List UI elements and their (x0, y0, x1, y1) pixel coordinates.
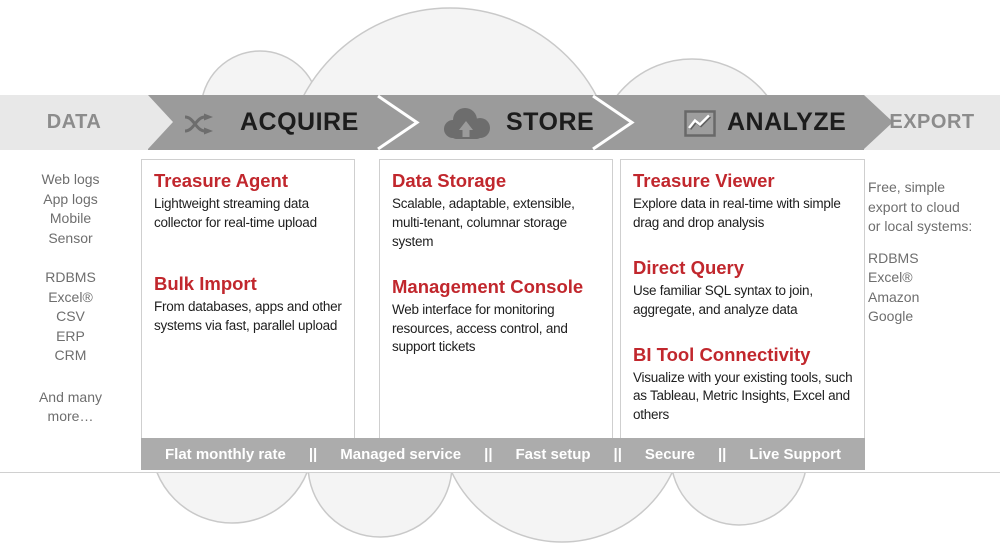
feature-description: Explore data in real-time with simple dr… (633, 196, 841, 230)
feature-title: BI Tool Connectivity (633, 343, 811, 365)
data-source-item: Mobile (49, 210, 92, 226)
feature-description: Scalable, adaptable, extensible, multi-t… (392, 196, 575, 249)
stage-band-main (148, 95, 864, 150)
data-source-item: RDBMS (45, 269, 96, 285)
data-sources-more: And many more… (38, 388, 103, 425)
data-sources-group2: RDBMS Excel® CSV ERP CRM (0, 268, 141, 366)
data-source-item: Excel® (48, 288, 93, 305)
feature-data-storage: Data Storage Scalable, adaptable, extens… (392, 170, 604, 252)
stage-label-analyze: ANALYZE (727, 108, 847, 136)
feature-description: Use familiar SQL syntax to join, aggrega… (633, 282, 813, 317)
benefit-item: Live Support (749, 445, 841, 463)
feature-description: Web interface for monitoring resources, … (392, 301, 568, 355)
feature-title: Treasure Agent (154, 170, 288, 191)
data-source-item: CRM (54, 347, 87, 363)
feature-title: Treasure Viewer (633, 170, 775, 191)
feature-description: From databases, apps and other systems v… (154, 298, 342, 333)
export-destination-item: RDBMS (868, 249, 919, 266)
data-source-item: Web logs (41, 171, 100, 187)
export-destinations: Free, simple export to cloud or local sy… (868, 178, 976, 327)
feature-title: Data Storage (392, 170, 507, 191)
data-arrow-tip (148, 95, 173, 149)
data-sources-list: Web logs App logs Mobile Sensor RDBMS Ex… (0, 170, 141, 427)
export-destination-item: Amazon (868, 288, 920, 305)
stage-label-acquire: ACQUIRE (240, 108, 359, 136)
data-source-item: ERP (56, 327, 85, 344)
stage-label-data: DATA (46, 111, 102, 133)
export-destination-item: Excel® (868, 269, 913, 285)
benefit-item: Managed service (340, 445, 462, 463)
stage-label-export: EXPORT (889, 111, 975, 133)
data-source-item: CSV (56, 308, 85, 324)
feature-title: Management Console (392, 275, 584, 297)
shuffle-icon (184, 113, 213, 135)
benefits-bar: Flat monthly rate || Managed service || … (141, 438, 865, 470)
acquire-column: Treasure Agent Lightweight streaming dat… (141, 159, 355, 448)
data-source-item: Sensor (48, 229, 93, 246)
stage-band-data (0, 95, 148, 150)
line-chart-icon (684, 110, 716, 137)
benefit-item: Secure (644, 445, 695, 463)
feature-description: Visualize with your existing tools, such… (633, 369, 853, 423)
feature-treasure-viewer: Treasure Viewer Explore data in real-tim… (633, 170, 856, 233)
export-arrow-tip (864, 95, 893, 149)
benefit-separator: || (484, 445, 493, 463)
stage-label-store: STORE (506, 108, 595, 136)
feature-title: Bulk Import (154, 272, 257, 294)
benefit-separator: || (717, 445, 727, 463)
feature-treasure-agent: Treasure Agent Lightweight streaming dat… (154, 170, 346, 233)
export-destinations-list: RDBMS Excel® Amazon Google (868, 249, 976, 327)
export-destination-item: Google (868, 308, 914, 324)
feature-title: Direct Query (633, 256, 745, 278)
cloud-upload-icon (444, 108, 490, 139)
benefit-separator: || (308, 445, 318, 463)
data-source-item: App logs (43, 190, 98, 207)
benefit-separator: || (613, 445, 622, 463)
benefit-item: Fast setup (515, 445, 591, 463)
feature-bulk-import: Bulk Import From databases, apps and oth… (154, 273, 346, 336)
feature-description: Lightweight streaming data collector for… (154, 196, 317, 230)
benefit-item: Flat monthly rate (165, 445, 286, 463)
export-intro: Free, simple export to cloud or local sy… (868, 179, 973, 234)
store-column: Data Storage Scalable, adaptable, extens… (379, 159, 613, 448)
analyze-column: Treasure Viewer Explore data in real-tim… (620, 159, 865, 448)
feature-bi-tool-connectivity: BI Tool Connectivity Visualize with your… (633, 344, 856, 426)
feature-management-console: Management Console Web interface for mon… (392, 276, 604, 358)
feature-direct-query: Direct Query Use familiar SQL syntax to … (633, 257, 856, 320)
